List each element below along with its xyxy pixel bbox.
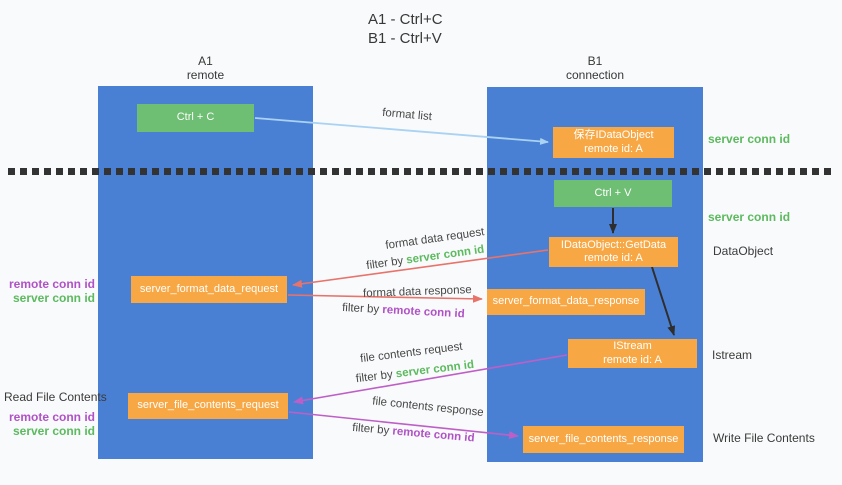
remote-conn-id-label-bottom-left: remote conn id [8,410,95,424]
ctrl-c-label: Ctrl + C [176,111,215,124]
server-format-data-request-label: server_format_data_request [139,282,279,295]
server-conn-id-label-top-left: server conn id [12,291,95,305]
save-dataobject-line1: 保存IDataObject [573,129,654,141]
istream-node: IStream remote id: A [568,339,697,368]
remote-conn-id-key: remote conn id [391,425,476,445]
server-file-contents-request-label: server_file_contents_request [137,399,279,412]
getdata-line2: remote id: A [584,252,643,264]
ctrl-v-action-node: Ctrl + V [554,180,672,207]
istream-side-label: Istream [712,348,753,362]
lifeline-b1-name: B1 [587,54,603,68]
save-dataobject-node: 保存IDataObject remote id: A [553,127,674,158]
file-contents-response-filter-label: filter by remote conn id [351,421,475,445]
server-format-data-request-node: server_format_data_request [131,276,287,303]
filter-by-text: filter by [365,254,408,273]
remote-conn-id-label-top-left: remote conn id [8,277,95,291]
lifeline-header-a1: A1 remote [98,54,313,82]
title-line-1: A1 - Ctrl+C [368,11,443,28]
getdata-line1: IDataObject::GetData [560,238,667,251]
remote-conn-id-key: remote conn id [382,304,465,321]
istream-line2: remote id: A [603,353,662,366]
lifeline-header-b1: B1 connection [487,54,703,82]
ctrl-v-label: Ctrl + V [594,186,632,199]
filter-by-text: filter by [355,368,397,386]
file-contents-response-label: file contents response [371,395,485,420]
lifeline-b1-role: connection [565,68,625,82]
read-file-contents-label: Read File Contents [4,390,107,404]
phase-separator-dashed-line [8,168,836,175]
format-data-response-label: format data response [362,284,472,300]
server-conn-id-key: server conn id [395,358,475,381]
server-file-contents-response-label: server_file_contents_response [528,432,679,445]
diagram-title: A1 - Ctrl+C B1 - Ctrl+V [368,10,443,48]
getdata-node: IDataObject::GetData remote id: A [549,237,678,267]
write-file-contents-label: Write File Contents [713,431,815,445]
server-file-contents-request-node: server_file_contents_request [128,393,288,419]
server-format-data-response-label: server_format_data_response [492,295,640,308]
istream-line1: IStream [613,340,652,352]
filter-by-text: filter by [341,301,383,317]
server-conn-id-label-bottom-left: server conn id [12,424,95,438]
lifeline-a1-name: A1 [198,54,213,68]
ctrl-c-action-node: Ctrl + C [137,104,254,132]
dataobject-label: DataObject [713,244,774,258]
title-line-2: B1 - Ctrl+V [368,30,442,47]
lifeline-a1-role: remote [186,68,225,82]
server-format-data-response-node: server_format_data_response [487,289,645,315]
server-file-contents-response-node: server_file_contents_response [523,426,684,453]
format-list-label: format list [381,106,433,124]
format-data-response-filter-label: filter by remote conn id [341,301,465,321]
filter-by-text: filter by [351,421,393,438]
save-dataobject-line2: remote id: A [584,142,643,155]
server-conn-id-label-top-right: server conn id [708,132,791,146]
server-conn-id-label-mid-right: server conn id [708,210,791,224]
